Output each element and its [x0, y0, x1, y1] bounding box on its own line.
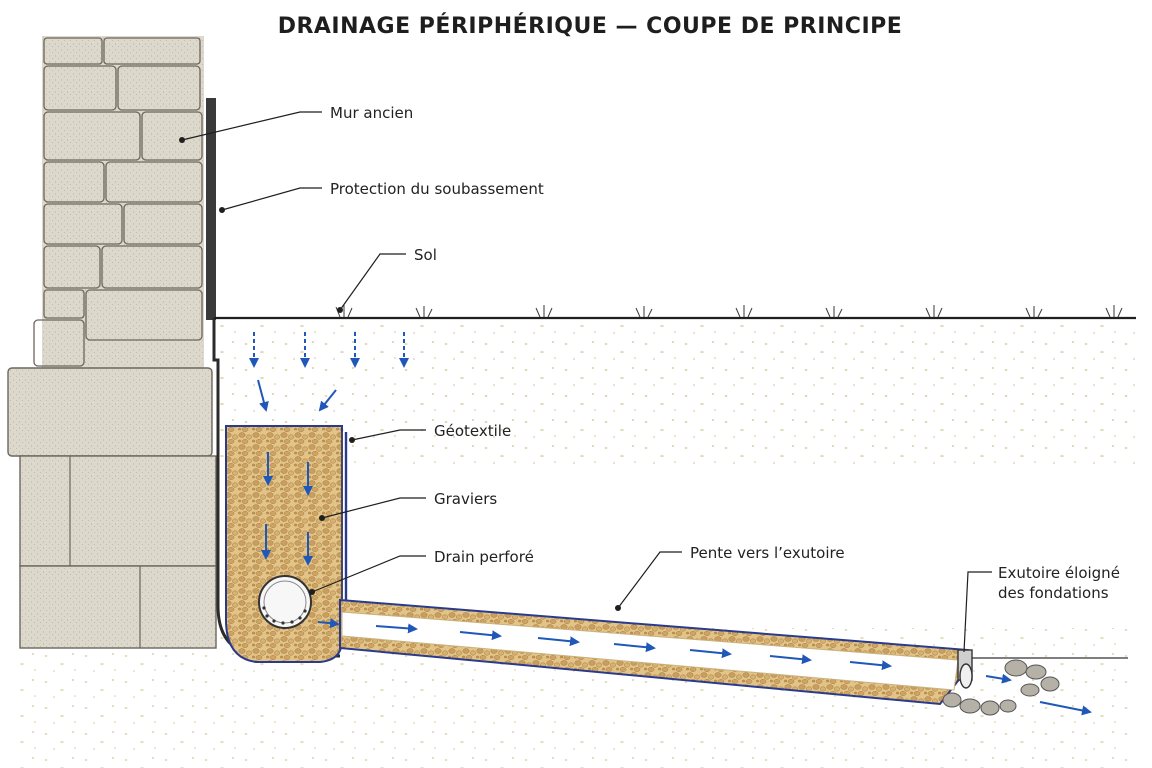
water-flow-arrows: [249, 332, 1092, 716]
label-drain-perfore: Drain perforé: [434, 548, 534, 566]
ground-surface: [214, 305, 1136, 320]
old-stone-wall: [7, 36, 217, 649]
label-pente-exutoire: Pente vers l’exutoire: [690, 544, 845, 562]
label-geotextile: Géotextile: [434, 422, 511, 440]
diagram-title: DRAINAGE PÉRIPHÉRIQUE — COUPE DE PRINCIP…: [277, 14, 903, 39]
geotextile-sheet: [341, 432, 348, 600]
outlet-end: [942, 649, 1128, 716]
label-exutoire-line1: Exutoire éloigné: [998, 564, 1120, 582]
label-sol: Sol: [414, 246, 437, 264]
leader-dots: [179, 137, 621, 611]
label-mur-ancien: Mur ancien: [330, 104, 413, 122]
label-exutoire-line2: des fondations: [998, 584, 1109, 602]
label-graviers: Graviers: [434, 490, 497, 508]
label-protection-soubassement: Protection du soubassement: [330, 180, 544, 198]
perforated-drain-pipe: [258, 575, 312, 629]
leader-lines: [181, 111, 992, 653]
